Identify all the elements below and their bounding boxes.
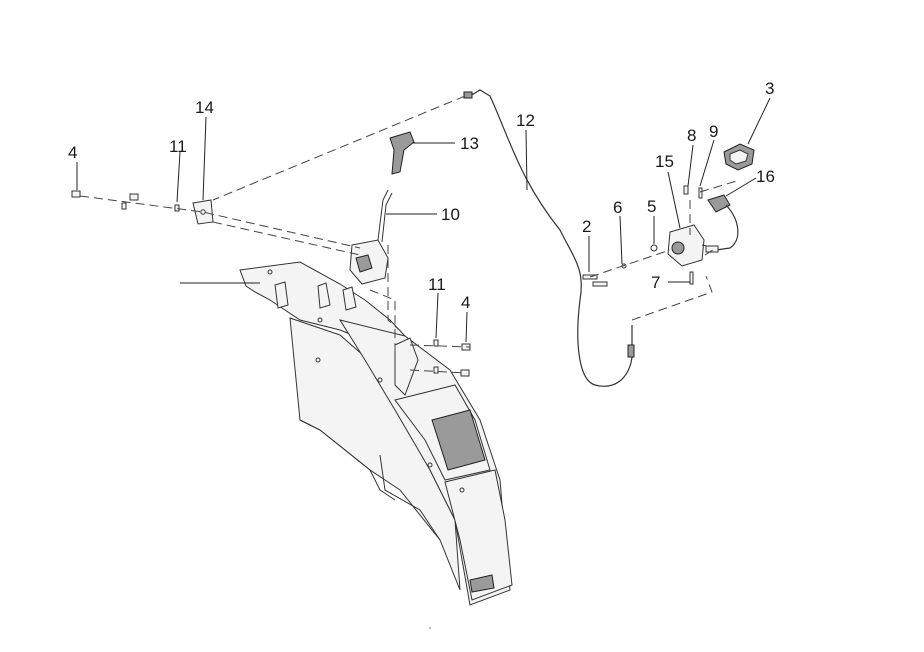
callout-4-left: 4 [68,143,77,162]
callout-11-right: 11 [428,275,446,294]
lever-handle-grip [389,131,415,175]
brake-lever-assembly [349,189,393,285]
callout-8: 8 [687,126,696,145]
assembly-lines [79,95,741,374]
mounting-bracket [192,199,214,225]
connector-lead [705,194,739,253]
callout-12: 12 [516,111,535,130]
callout-labels: 4 11 14 13 10 12 11 4 2 6 5 7 8 9 15 3 1… [68,79,775,312]
callout-10: 10 [441,205,460,224]
brake-cable [463,89,635,387]
callout-3: 3 [765,79,774,98]
callout-5: 5 [647,197,656,216]
callout-7: 7 [651,273,660,292]
fender-panel [239,261,513,606]
left-hardware [71,190,180,212]
knob-cap [723,143,755,171]
callout-14: 14 [195,98,214,117]
callout-2: 2 [582,217,591,236]
callout-13: 13 [460,134,479,153]
leader-lines [76,97,771,343]
callout-4-right: 4 [461,293,470,312]
callout-6: 6 [613,198,622,217]
stray-dot [429,627,431,629]
parking-switch-assembly [667,224,717,267]
callout-11-left: 11 [169,137,187,156]
callout-9: 9 [709,122,718,141]
callout-16: 16 [756,167,775,186]
callout-15: 15 [655,152,674,171]
